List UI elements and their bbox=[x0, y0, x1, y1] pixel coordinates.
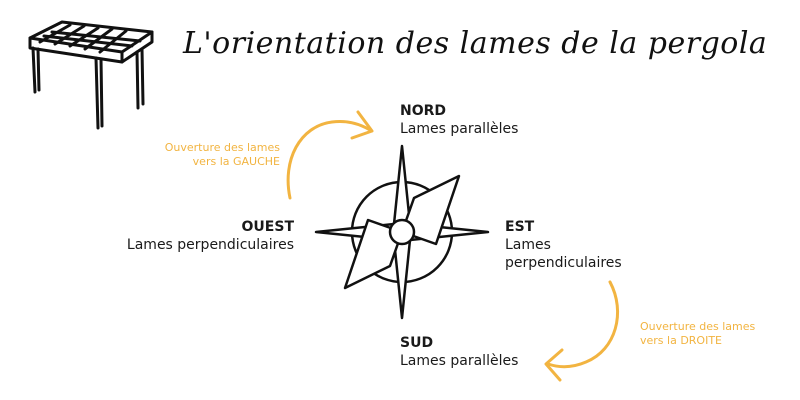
east-label: EST bbox=[505, 218, 534, 236]
east-description-line2: perpendiculaires bbox=[505, 254, 622, 272]
east-description-line1: Lames bbox=[505, 236, 551, 254]
curved-arrow-left-icon bbox=[288, 112, 372, 198]
curved-arrow-right-icon bbox=[546, 282, 618, 380]
pergola-icon bbox=[30, 22, 152, 128]
south-label: SUD bbox=[400, 334, 433, 352]
page-title: L'orientation des lames de la pergola bbox=[183, 26, 767, 61]
south-description: Lames parallèles bbox=[400, 352, 518, 370]
right-opening-note-line1: Ouverture des lames bbox=[640, 320, 755, 334]
compass-rose-icon bbox=[316, 146, 488, 318]
north-label: NORD bbox=[400, 102, 446, 120]
west-description: Lames perpendiculaires bbox=[110, 236, 294, 254]
left-opening-note-line1: Ouverture des lames bbox=[130, 141, 280, 155]
north-description: Lames parallèles bbox=[400, 120, 518, 138]
right-opening-note-line2: vers la DROITE bbox=[640, 334, 722, 348]
west-label: OUEST bbox=[190, 218, 294, 236]
left-opening-note-line2: vers la GAUCHE bbox=[130, 155, 280, 169]
